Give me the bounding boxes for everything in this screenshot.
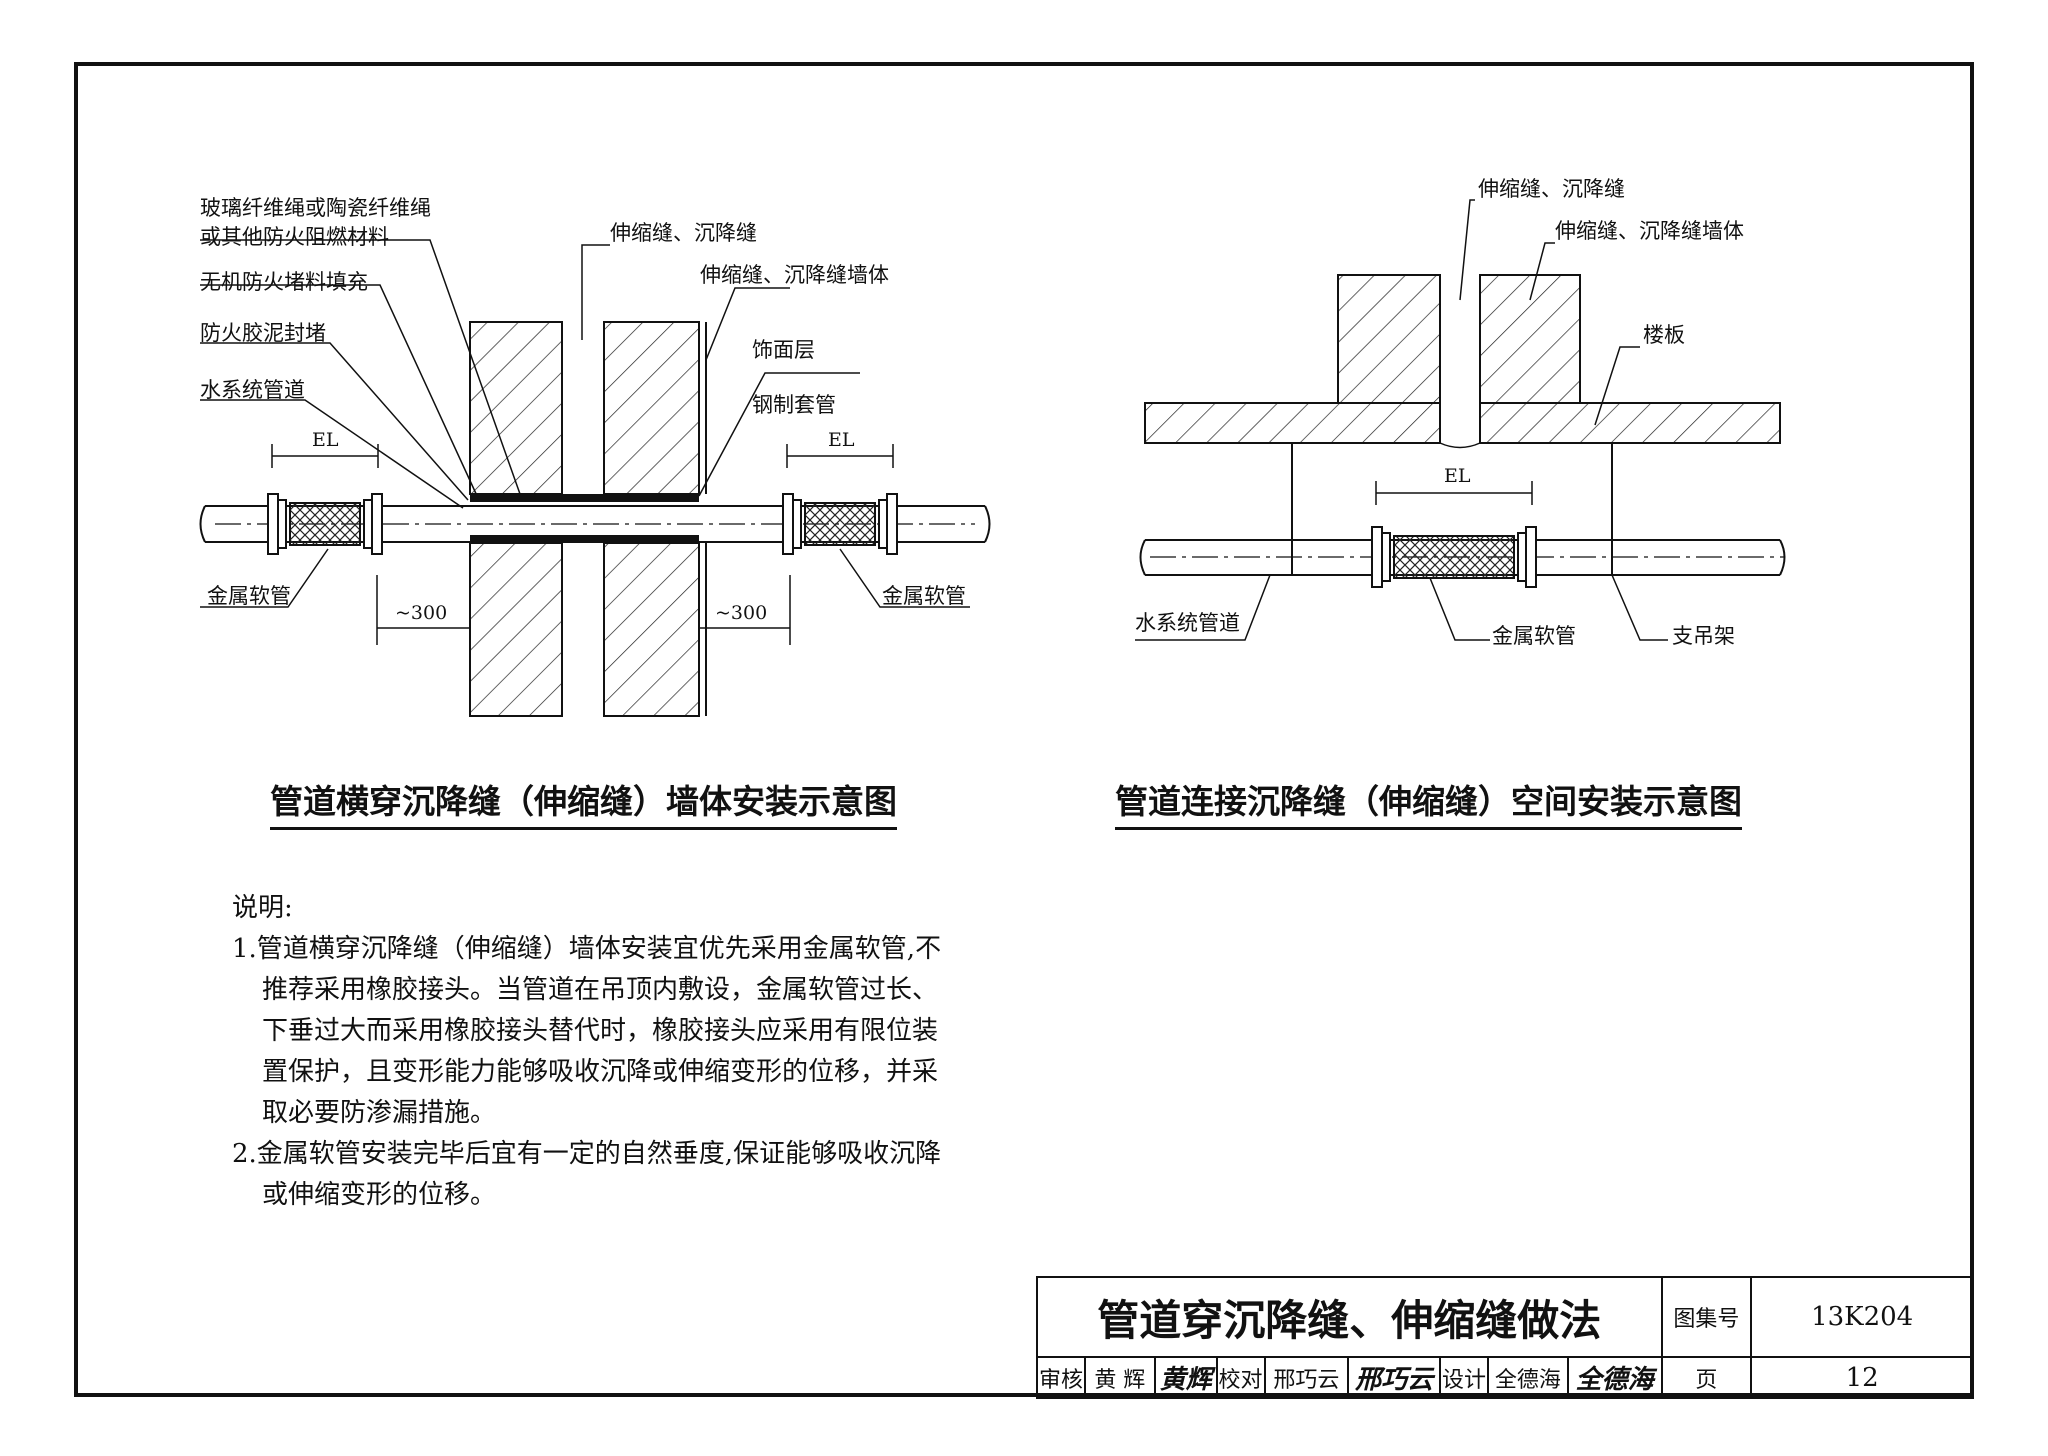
notes: 说明: 1.管道横穿沉降缝（伸缩缝）墙体安装宜优先采用金属软管,不推荐采用橡胶接…: [232, 888, 952, 1216]
tb-design-label: 设计: [1439, 1356, 1489, 1399]
tb-check-label: 校对: [1215, 1356, 1266, 1399]
sleeve-seal-top: [470, 494, 699, 502]
label-metal-hose-left: 金属软管: [207, 584, 291, 608]
right-caption: 管道连接沉降缝（伸缩缝）空间安装示意图: [1115, 775, 1742, 830]
dim-el-right: EL: [828, 429, 855, 451]
tb-checker-signature: 邢巧云: [1347, 1356, 1442, 1399]
metal-hose: [1393, 535, 1515, 579]
note-item-2: 2.金属软管安装完毕后宜有一定的自然垂度,保证能够吸收沉降或伸缩变形的位移。: [232, 1139, 942, 1210]
slab-right: [1479, 402, 1781, 444]
dim-300-left: ~300: [395, 602, 447, 624]
sleeve-seal-bottom: [470, 535, 699, 543]
left-caption: 管道横穿沉降缝（伸缩缝）墙体安装示意图: [270, 775, 897, 830]
label-r-water-pipe: 水系统管道: [1135, 611, 1240, 635]
drawing-frame: [74, 62, 1974, 1397]
tb-page-label: 页: [1660, 1356, 1753, 1399]
label-water-pipe: 水系统管道: [200, 378, 305, 402]
tb-reviewer-signature: 黄辉: [1153, 1356, 1218, 1399]
wall-right-upper: [603, 321, 700, 495]
dim-r-el: EL: [1444, 465, 1471, 487]
tb-designer-signature: 全德海: [1566, 1356, 1663, 1399]
label-r-metal-hose: 金属软管: [1492, 624, 1576, 648]
label-finish-layer: 饰面层: [752, 338, 815, 362]
label-fire-mastic: 防火胶泥封堵: [200, 321, 326, 345]
slab-left: [1144, 402, 1441, 444]
note-item-1: 1.管道横穿沉降缝（伸缩缝）墙体安装宜优先采用金属软管,不推荐采用橡胶接头。当管…: [232, 934, 942, 1128]
left-leaders: [200, 239, 970, 608]
wall-right-lower: [603, 542, 700, 717]
tb-checker: 邢巧云: [1263, 1356, 1350, 1399]
dim-el-left: EL: [312, 429, 339, 451]
tb-reviewer: 黄 辉: [1083, 1356, 1156, 1399]
left-diagram: 玻璃纤维绳或陶瓷纤维绳 或其他防火阻燃材料 无机防火堵料填充 防火胶泥封堵 水系…: [199, 196, 991, 717]
label-steel-sleeve: 钢制套管: [752, 393, 836, 417]
joint-wall-left: [1337, 274, 1441, 404]
tb-atlas-label: 图集号: [1660, 1276, 1753, 1358]
tb-designer: 全德海: [1486, 1356, 1569, 1399]
dim-300-right: ~300: [715, 602, 767, 624]
tb-review-label: 审核: [1036, 1356, 1086, 1399]
label-r-slab: 楼板: [1643, 323, 1685, 347]
label-r-joint-wall: 伸缩缝、沉降缝墙体: [1555, 219, 1744, 243]
label-joint: 伸缩缝、沉降缝: [610, 221, 757, 245]
title-block: 管道穿沉降缝、伸缩缝做法 图集号 13K204 审核 黄 辉 黄辉 校对 邢巧云…: [1036, 1276, 1974, 1399]
label-joint-wall: 伸缩缝、沉降缝墙体: [700, 263, 889, 287]
joint-wall-right: [1479, 274, 1581, 404]
label-fiber-rope-2: 或其他防火阻燃材料: [200, 225, 389, 249]
tb-atlas-no: 13K204: [1750, 1276, 1974, 1358]
label-r-joint: 伸缩缝、沉降缝: [1478, 177, 1625, 201]
label-fiber-rope-1: 玻璃纤维绳或陶瓷纤维绳: [200, 196, 431, 220]
tb-title: 管道穿沉降缝、伸缩缝做法: [1036, 1276, 1663, 1358]
label-r-hanger: 支吊架: [1672, 624, 1735, 648]
wall-left-lower: [469, 542, 563, 717]
label-inorganic-fill: 无机防火堵料填充: [200, 270, 368, 294]
right-diagram: 伸缩缝、沉降缝 伸缩缝、沉降缝墙体 楼板 EL 水系统管道 金属软管 支吊架: [1135, 177, 1786, 648]
left-metal-hose: [289, 502, 361, 546]
wall-left-upper: [469, 321, 563, 495]
right-metal-hose: [804, 502, 876, 546]
notes-title: 说明:: [232, 893, 293, 923]
right-leaders: [1135, 199, 1668, 641]
label-metal-hose-right: 金属软管: [882, 584, 966, 608]
tb-page-no: 12: [1750, 1356, 1974, 1399]
